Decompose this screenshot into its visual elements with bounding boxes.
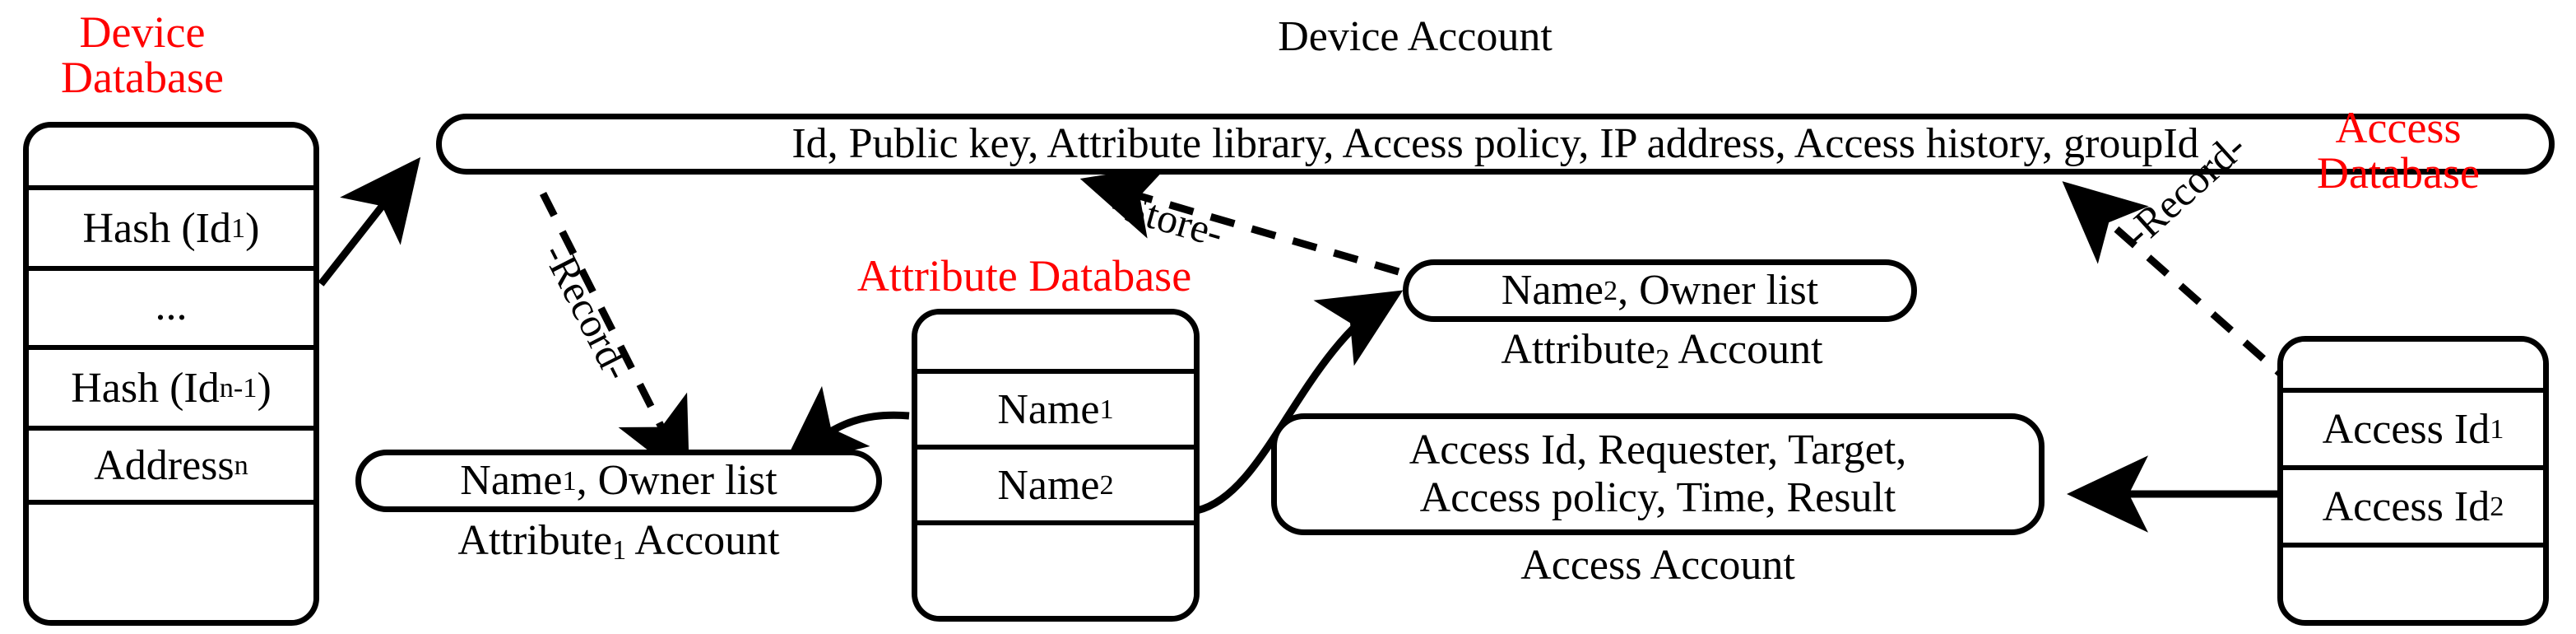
access-database-row-blank-top: [2283, 342, 2543, 393]
attribute2-account-caption-post: Account: [1669, 326, 1823, 373]
device-database-label: Device Database: [23, 7, 262, 103]
attribute-database-row-sub: 1: [1099, 393, 1114, 425]
attribute2-account-text-post: , Owner list: [1618, 266, 1819, 314]
access-account-caption: Access Account: [1520, 542, 1795, 589]
attribute1-account-text-post: , Owner list: [576, 456, 777, 504]
attribute1-account-text-pre: Name: [460, 456, 563, 504]
device-database-row-sub: n-1: [219, 371, 258, 403]
device-database-row-sub: 1: [231, 212, 246, 244]
access-database-row-sub: 2: [2490, 490, 2504, 522]
attribute2-account-caption-pre: Attribute: [1501, 326, 1656, 373]
access-account-line1: Access Id, Requester, Target,: [1409, 426, 1907, 473]
device-database-label-line1: Device: [79, 7, 206, 57]
device-database-row-text: Hash (Id: [82, 204, 232, 252]
attribute1-account-caption-sub: 1: [612, 534, 627, 566]
attribute2-account-caption-sub: 2: [1655, 343, 1670, 375]
access-database-label-line1: Access: [2335, 103, 2462, 152]
attribute1-account-caption-post: Account: [626, 517, 780, 564]
attribute1-account-caption: Attribute1 Account: [355, 517, 882, 566]
attribute2-account-caption: Attribute2 Account: [1378, 326, 1946, 375]
attribute-database-row-text: Name: [997, 461, 1100, 509]
access-database-row-text: Access Id: [2322, 405, 2490, 453]
access-database-label: Access Database: [2267, 105, 2530, 196]
attribute2-account-text-pre: Name: [1501, 266, 1604, 314]
device-database-row-blank-top: [29, 128, 313, 190]
access-database-row-blank-bottom: [2283, 548, 2543, 620]
arrow-devicedb-to-deviceaccount: [318, 156, 421, 287]
edge-label-store: -Store-: [1106, 179, 1229, 257]
attribute-database-row-blank-bottom: [917, 525, 1194, 616]
device-database-row-tail: ): [257, 364, 272, 412]
attribute1-account-caption-pre: Attribute: [457, 517, 613, 564]
device-database-row-text: Address: [94, 441, 234, 489]
attribute-database-row-text: Name: [997, 385, 1100, 433]
access-database-row-text: Access Id: [2322, 482, 2490, 530]
attribute1-account-text-sub: 1: [562, 464, 577, 496]
device-database-row-ellipsis: ...: [29, 271, 313, 350]
access-database-label-line2: Database: [2317, 148, 2480, 198]
device-database-row-tail: ): [245, 204, 260, 252]
access-account-box[interactable]: Access Id, Requester, Target, Access pol…: [1271, 413, 2045, 535]
access-account-line2: Access policy, Time, Result: [1419, 474, 1896, 521]
attribute-database-label-line1: Attribute Database: [856, 251, 1192, 301]
attribute-database-row-blank-top: [917, 315, 1194, 374]
attribute-database-label: Attribute Database: [786, 251, 1263, 301]
device-account-fields: Id, Public key, Attribute library, Acces…: [791, 119, 2199, 167]
device-database-row-blank-bottom: [29, 505, 313, 620]
device-database-row-sub: n: [234, 449, 248, 481]
attribute-database-row-sub: 2: [1099, 469, 1114, 501]
device-database-label-line2: Database: [61, 53, 224, 103]
device-account-box[interactable]: Id, Public key, Attribute library, Acces…: [436, 114, 2555, 175]
device-database-row-text: Hash (Id: [71, 364, 220, 412]
attribute2-account-text-sub: 2: [1603, 274, 1618, 306]
access-database-row-sub: 1: [2490, 413, 2504, 445]
device-database-ellipsis-text: ...: [155, 282, 188, 329]
device-account-caption: Device Account: [1278, 13, 1553, 60]
edge-label-record-left: -Record-: [534, 235, 642, 388]
